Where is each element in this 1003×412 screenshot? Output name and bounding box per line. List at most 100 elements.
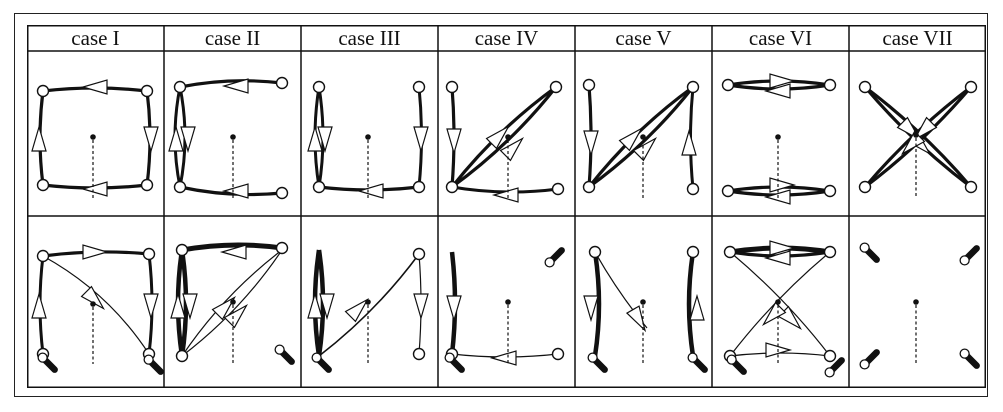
arrow-marker: [180, 126, 196, 154]
center-of-mass-dot: [505, 299, 511, 305]
arrow-marker: [689, 293, 705, 321]
arrow-head-shape: [583, 295, 599, 323]
arrow-head-shape: [446, 295, 462, 323]
leg-endpoint-circle: [175, 243, 189, 257]
arrow-marker: [769, 73, 797, 89]
cell-col4-row2: [444, 247, 565, 373]
arrow-head-shape: [763, 250, 791, 266]
lifted-leg: [959, 348, 980, 369]
arrow-marker: [769, 240, 797, 256]
cell-col7-row2: [859, 242, 980, 370]
leg-curve: [181, 249, 283, 357]
column-header: case VI: [748, 25, 813, 50]
leg-curve: [592, 251, 602, 357]
arrow-head-shape: [356, 183, 384, 199]
leg-endpoint-circle: [312, 180, 326, 194]
leg-endpoint-circle: [412, 180, 426, 194]
lifted-leg-tip: [311, 352, 322, 363]
leg-curve: [179, 185, 283, 197]
cell-col3-row1: [307, 80, 429, 199]
arrow-marker: [211, 295, 237, 321]
arrow-head-shape: [446, 128, 462, 156]
leg-endpoint-circle: [823, 245, 837, 259]
leg-endpoint-circle: [582, 180, 596, 194]
arrow-head-shape: [80, 181, 108, 197]
arrow-marker: [413, 126, 429, 154]
table-border: [27, 25, 986, 388]
arrow-marker: [143, 126, 159, 154]
arrow-head-shape: [344, 297, 370, 323]
lifted-leg: [274, 344, 295, 365]
leg-endpoint-circle: [142, 247, 156, 261]
center-of-mass-dot: [640, 299, 646, 305]
arrow-head-shape: [485, 124, 511, 150]
arrow-marker: [82, 244, 110, 260]
leg-curve: [179, 79, 283, 89]
lifted-leg-tip: [544, 257, 555, 268]
leg-curve: [588, 86, 695, 189]
leg-curve: [729, 251, 831, 357]
leg-endpoint-circle: [858, 80, 872, 94]
arrow-head-shape: [307, 291, 323, 319]
lifted-leg-tip: [143, 354, 154, 365]
leg-endpoint-circle: [36, 178, 50, 192]
leg-curve: [181, 249, 283, 357]
arrow-head-shape: [769, 177, 797, 193]
cell-col1-row1: [31, 79, 159, 199]
leg-endpoint-circle: [582, 78, 596, 92]
arrow-head-shape: [180, 126, 196, 154]
arrow-marker: [618, 126, 644, 152]
center-of-mass-dot: [640, 134, 646, 140]
arrow-head-shape: [491, 187, 519, 203]
leg-endpoint-circle: [412, 347, 426, 361]
arrow-head-shape: [182, 293, 198, 321]
leg-curve: [686, 251, 696, 357]
center-of-mass-dot: [505, 134, 511, 140]
lifted-leg-tip: [859, 359, 870, 370]
arrow-marker: [319, 293, 335, 321]
arrow-marker: [769, 177, 797, 193]
cell-col4-row1: [445, 80, 565, 203]
column-header: case IV: [474, 25, 539, 50]
arrow-marker: [446, 295, 462, 323]
leg-curve: [181, 242, 283, 253]
arrow-marker: [900, 130, 926, 156]
leg-endpoint-circle: [275, 241, 289, 255]
lifted-leg-tip: [687, 352, 698, 363]
arrow-head-shape: [317, 126, 333, 154]
arrow-marker: [485, 124, 511, 150]
leg-endpoint-circle: [721, 78, 735, 92]
lifted-leg: [687, 352, 708, 373]
arrow-head-shape: [625, 305, 647, 333]
lifted-leg-tip: [37, 352, 48, 363]
leg-endpoint-circle: [275, 186, 289, 200]
lifted-leg: [37, 352, 58, 373]
cell-col5-row1: [582, 78, 700, 199]
arrow-head-shape: [82, 244, 110, 260]
center-of-mass-dot: [775, 299, 781, 305]
column-header: case VII: [882, 25, 953, 50]
cell-col7-row1: [858, 80, 978, 197]
arrow-marker: [344, 297, 370, 323]
leg-endpoint-circle: [686, 245, 700, 259]
arrow-marker: [307, 124, 323, 152]
arrow-marker: [221, 78, 249, 94]
leg-curve: [42, 255, 150, 355]
leg-endpoint-circle: [445, 180, 459, 194]
center-of-mass-dot: [230, 134, 236, 140]
leg-endpoint-circle: [823, 184, 837, 198]
leg-endpoint-circle: [686, 182, 700, 196]
leg-endpoint-circle: [721, 184, 735, 198]
lifted-leg: [859, 349, 880, 370]
lifted-leg: [726, 354, 747, 375]
leg-endpoint-circle: [551, 347, 565, 361]
column-header: case I: [71, 25, 120, 50]
lifted-leg-tip: [959, 348, 970, 359]
lifted-leg: [587, 352, 608, 373]
lifted-leg-tip: [859, 242, 870, 253]
lifted-leg: [311, 352, 332, 373]
leg-endpoint-circle: [686, 80, 700, 94]
leg-endpoint-circle: [445, 80, 459, 94]
arrow-marker: [31, 291, 47, 319]
center-of-mass-dot: [230, 299, 236, 305]
